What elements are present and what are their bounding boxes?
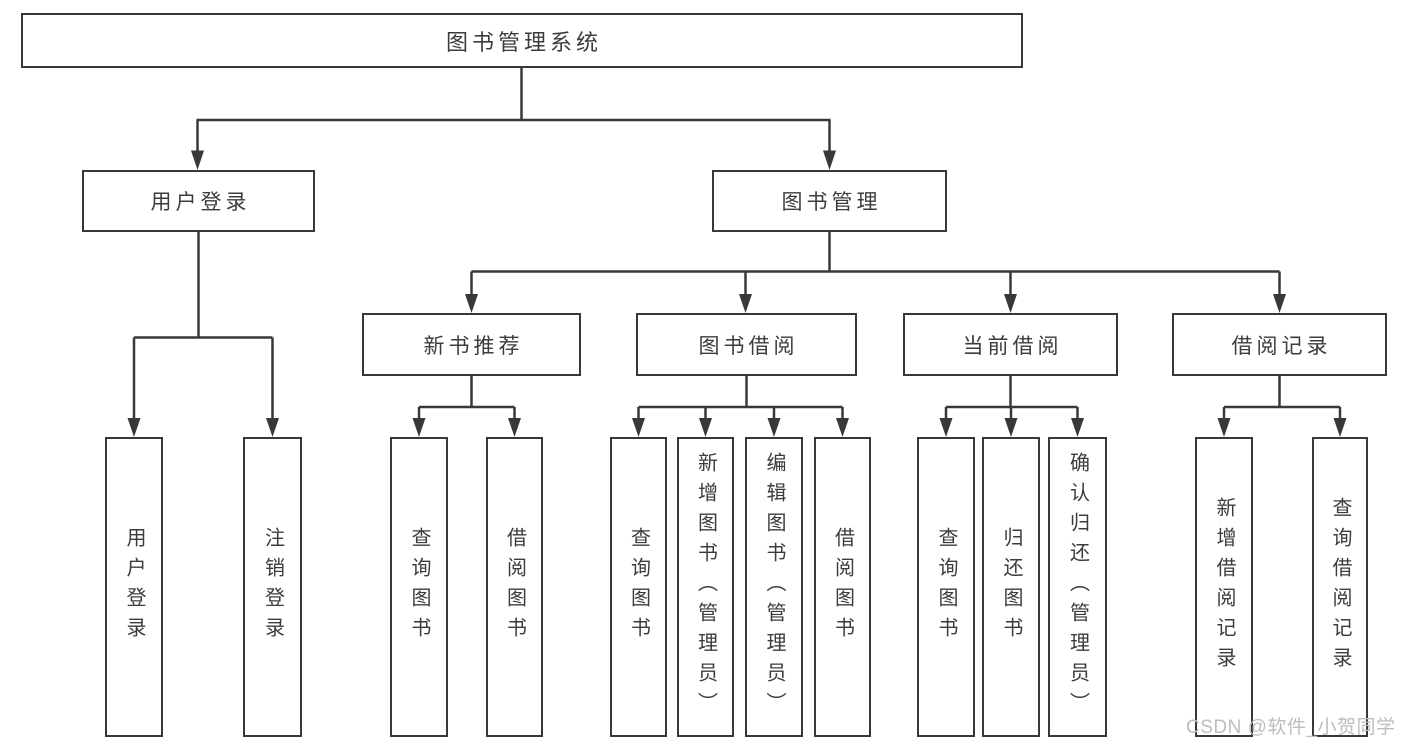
node-root: 图书管理系统	[21, 13, 1023, 68]
csdn-watermark: CSDN @软件_小贺同学	[1186, 717, 1396, 738]
leaf-confirm-return: 确认归还（管理员）	[1048, 437, 1107, 737]
node-book-management: 图书管理	[712, 170, 947, 232]
leaf-add-borrow-record: 新增借阅记录	[1195, 437, 1253, 737]
leaf-add-borrow-record-label: 新增借阅记录	[1213, 497, 1235, 677]
leaf-confirm-return-label: 确认归还（管理员）	[1066, 452, 1089, 722]
leaf-borrow-book-label: 借阅图书	[831, 527, 854, 647]
node-borrow-record: 借阅记录	[1172, 313, 1387, 376]
connector-bookmgmt-to-level3	[465, 232, 1286, 313]
leaf-query-borrow-record: 查询借阅记录	[1312, 437, 1368, 737]
node-book-management-label: 图书管理	[781, 191, 882, 214]
leaf-newbook-query-label: 查询图书	[408, 527, 430, 647]
leaf-logout: 注销登录	[243, 437, 302, 737]
connector-userlogin-to-leaves	[127, 232, 279, 437]
leaf-borrow-edit-book: 编辑图书（管理员）	[745, 437, 803, 737]
leaf-current-query-label: 查询图书	[935, 527, 957, 647]
connector-borrowrecord-to-leaves	[1217, 376, 1347, 437]
leaf-return-book-label: 归还图书	[1000, 527, 1022, 647]
node-current-borrow: 当前借阅	[903, 313, 1118, 376]
connector-bookborrow-to-leaves	[632, 376, 849, 437]
leaf-return-book: 归还图书	[982, 437, 1040, 737]
node-new-book-recommend: 新书推荐	[362, 313, 581, 376]
leaf-borrow-add-book-label: 新增图书（管理员）	[694, 452, 717, 722]
leaf-user-login: 用户登录	[105, 437, 163, 737]
node-user-login-label: 用户登录	[150, 191, 251, 214]
leaf-query-borrow-record-label: 查询借阅记录	[1329, 497, 1351, 677]
leaf-borrow-query: 查询图书	[610, 437, 667, 737]
node-user-login: 用户登录	[82, 170, 315, 232]
node-borrow-record-label: 借阅记录	[1231, 334, 1332, 358]
leaf-newbook-query: 查询图书	[390, 437, 448, 737]
connector-currentborrow-to-leaves	[939, 376, 1084, 437]
node-new-book-recommend-label: 新书推荐	[423, 334, 524, 358]
leaf-borrow-add-book: 新增图书（管理员）	[677, 437, 734, 737]
leaf-newbook-borrow-label: 借阅图书	[503, 527, 526, 647]
leaf-user-login-label: 用户登录	[123, 527, 145, 647]
leaf-newbook-borrow: 借阅图书	[486, 437, 543, 737]
leaf-borrow-edit-book-label: 编辑图书（管理员）	[763, 452, 785, 722]
node-current-borrow-label: 当前借阅	[962, 334, 1063, 358]
node-root-label: 图书管理系统	[445, 29, 602, 55]
node-book-borrow-label: 图书借阅	[698, 334, 799, 358]
leaf-borrow-query-label: 查询图书	[627, 527, 650, 647]
leaf-current-query: 查询图书	[917, 437, 975, 737]
leaf-logout-label: 注销登录	[261, 527, 284, 647]
connector-root-to-level2	[191, 68, 836, 170]
connector-newbook-to-leaves	[412, 376, 521, 437]
leaf-borrow-book: 借阅图书	[814, 437, 871, 737]
node-book-borrow: 图书借阅	[636, 313, 857, 376]
